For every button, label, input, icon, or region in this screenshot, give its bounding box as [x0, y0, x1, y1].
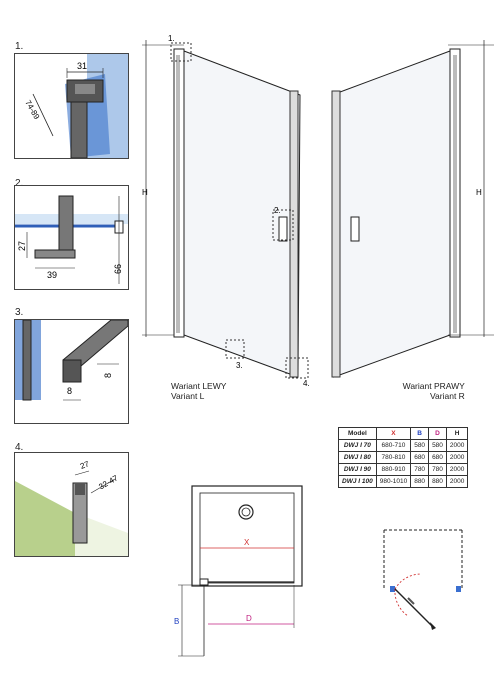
cell-model: DWJ I 90: [338, 463, 377, 476]
table-row: DWJ I 80 780-810 680 680 2000: [338, 451, 469, 464]
table-row: DWJ I 70 680-710 580 580 2000: [338, 439, 469, 452]
detail-1-number: 1.: [15, 41, 24, 52]
table-row: DWJ I 90 880-910 780 780 2000: [338, 463, 469, 476]
cell-b: 580: [410, 439, 430, 452]
elevation-drawing: H 1. 2. 3. 4. H: [142, 35, 494, 388]
detail-1-panel: 31 74-89: [14, 53, 129, 159]
variant-right-label: Wariant PRAWY Variant R: [402, 381, 465, 401]
cell-b: 880: [410, 475, 430, 488]
detail-1-dim-range: 74-89: [23, 99, 41, 122]
detail-2-panel: 27 39 66: [14, 185, 129, 290]
plan-dim-d: D: [246, 614, 252, 623]
detail-3-drawing: 8 8: [15, 320, 128, 401]
callout-4: 4.: [303, 379, 310, 388]
cell-b: 780: [410, 463, 430, 476]
detail-3-panel: 8 8: [14, 319, 129, 424]
detail-4-dim-range: 32-47: [97, 473, 120, 491]
col-model: Model: [338, 427, 377, 440]
plan-dim-x: X: [244, 538, 250, 547]
detail-1-drawing: 31 74-89: [23, 54, 128, 158]
variant-left-line2: Variant L: [171, 391, 205, 401]
callout-2: 2.: [274, 206, 281, 215]
detail-4-number: 4.: [15, 442, 24, 453]
detail-4-drawing: 27 32-47: [15, 459, 128, 556]
spec-table: Model X B D H DWJ I 70 680-710 580 580 2…: [338, 427, 469, 488]
col-b: B: [410, 427, 430, 440]
detail-3-dim-width: 8: [67, 386, 72, 396]
cell-model: DWJ I 100: [338, 475, 377, 488]
cell-model: DWJ I 70: [338, 439, 377, 452]
detail-3-number: 3.: [15, 307, 24, 318]
col-d: D: [428, 427, 447, 440]
cell-h: 2000: [445, 463, 469, 476]
left-dim-h: H: [142, 188, 148, 197]
cell-d: 580: [428, 439, 447, 452]
cell-b: 680: [410, 451, 430, 464]
detail-2-drawing: 27 39 66: [15, 195, 128, 284]
callout-1: 1.: [168, 35, 175, 43]
cell-x: 980-1010: [375, 475, 412, 488]
detail-1-dim-width: 31: [77, 61, 87, 71]
cell-d: 680: [428, 451, 447, 464]
door-swing-diagram: [383, 529, 463, 630]
detail-2-number: 2.: [15, 178, 24, 189]
cell-x: 880-910: [375, 463, 412, 476]
detail-3-dim-height: 8: [103, 373, 113, 378]
table-row: DWJ I 100 980-1010 880 880 2000: [338, 475, 469, 488]
detail-2-dim-total: 66: [113, 264, 123, 274]
cell-x: 780-810: [375, 451, 412, 464]
detail-4-panel: 27 32-47: [14, 452, 129, 557]
cell-h: 2000: [445, 439, 469, 452]
variant-right-line2: Variant R: [430, 391, 465, 401]
col-h: H: [445, 427, 469, 440]
cell-x: 680-710: [375, 439, 412, 452]
cell-h: 2000: [445, 475, 469, 488]
cell-d: 780: [428, 463, 447, 476]
col-x: X: [375, 427, 412, 440]
cell-d: 880: [428, 475, 447, 488]
plan-view-drawing: X B D: [174, 485, 303, 657]
detail-4-dim-depth: 27: [79, 459, 91, 471]
cell-h: 2000: [445, 451, 469, 464]
right-dim-h: H: [476, 188, 482, 197]
variant-left-label: Wariant LEWY Variant L: [171, 381, 226, 401]
variant-right-line1: Wariant PRAWY: [402, 381, 465, 391]
variant-left-line1: Wariant LEWY: [171, 381, 227, 391]
cell-model: DWJ I 80: [338, 451, 377, 464]
callout-3: 3.: [236, 361, 243, 370]
plan-dim-b: B: [174, 617, 179, 626]
detail-2-dim-width: 39: [47, 270, 57, 280]
detail-2-dim-height: 27: [17, 241, 27, 251]
spec-table-header: Model X B D H: [338, 427, 469, 440]
